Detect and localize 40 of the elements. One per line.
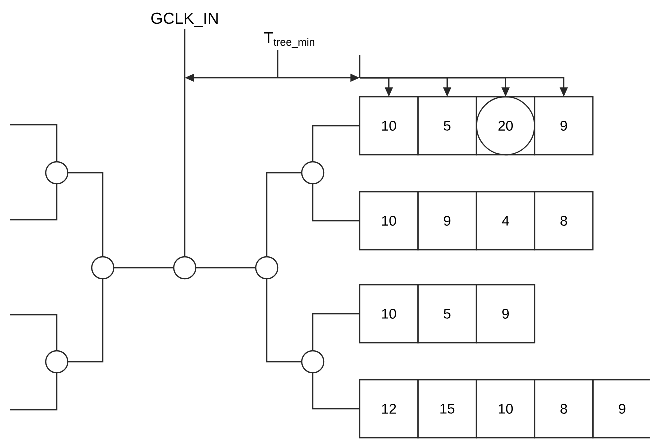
- delay-cell: 10: [476, 379, 536, 439]
- buffer-circle: [173, 256, 197, 280]
- connector-line: [312, 125, 360, 162]
- delay-cell: 9: [476, 284, 536, 344]
- delay-cell: 10: [359, 96, 419, 156]
- buffer-circle: [91, 256, 115, 280]
- buffer-circle: [255, 256, 279, 280]
- delay-cell: 9: [592, 379, 650, 439]
- connector-line: [68, 172, 104, 257]
- delay-cell: 10: [359, 191, 419, 251]
- delay-cell: 10: [359, 284, 419, 344]
- delay-cell: 9: [534, 96, 594, 156]
- connector-line: [266, 279, 302, 363]
- buffer-circle: [45, 350, 69, 374]
- connector-line: [312, 373, 360, 410]
- delay-cell: 9: [418, 191, 478, 251]
- delay-cell: 4: [476, 191, 536, 251]
- connector-line: [266, 172, 302, 257]
- connector-line: [10, 184, 58, 221]
- delay-cell: 8: [534, 191, 594, 251]
- buffer-circle: [301, 161, 325, 185]
- dimension-label: T$_{tree_min}$: [264, 32, 315, 48]
- connector-line: [10, 314, 58, 351]
- connector-line: [68, 279, 104, 363]
- delay-cell: 12: [359, 379, 419, 439]
- delay-cell: 15: [418, 379, 478, 439]
- connector-line: [196, 267, 256, 269]
- connector-line: [312, 184, 360, 222]
- connector-line: [184, 29, 186, 257]
- connector-line: [114, 267, 174, 269]
- delay-cell: 8: [534, 379, 594, 439]
- connector-line: [10, 373, 58, 411]
- signal-label: GCLK_IN: [152, 12, 218, 28]
- buffer-circle: [301, 350, 325, 374]
- connector-line: [10, 124, 58, 162]
- delay-cell: 5: [418, 284, 478, 344]
- buffer-circle: [45, 161, 69, 185]
- connector-line: [312, 313, 360, 351]
- delay-cell: 5: [418, 96, 478, 156]
- delay-cell: 20: [476, 96, 536, 156]
